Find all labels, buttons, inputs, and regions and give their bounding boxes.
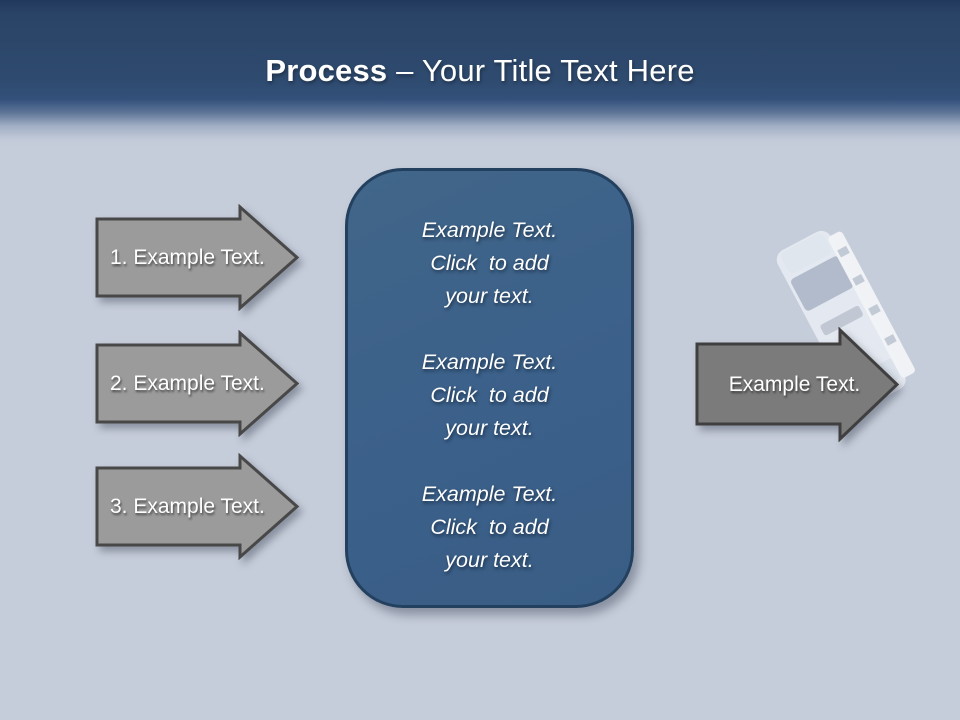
- placeholder-line: Example Text.: [421, 482, 558, 506]
- process-step-2-arrow[interactable]: 2. Example Text.: [95, 330, 300, 437]
- placeholder-paragraph[interactable]: Example Text. Click to add your text.: [348, 478, 631, 577]
- placeholder-line: Click to add: [430, 251, 549, 275]
- placeholder-line: Example Text.: [421, 218, 558, 242]
- placeholder-paragraph[interactable]: Example Text. Click to add your text.: [348, 346, 631, 445]
- placeholder-line: Example Text.: [421, 350, 558, 374]
- center-text-panel[interactable]: Example Text. Click to add your text. Ex…: [345, 168, 634, 608]
- slide-header-band: Process – Your Title Text Here: [0, 0, 960, 150]
- process-result-label: Example Text.: [728, 372, 861, 396]
- process-step-3-label: 3. Example Text.: [110, 494, 265, 518]
- process-step-2-label: 2. Example Text.: [110, 371, 265, 395]
- placeholder-line: Click to add: [430, 383, 549, 407]
- process-step-1-label: 1. Example Text.: [110, 245, 265, 269]
- center-text-content: Example Text. Click to add your text. Ex…: [348, 171, 631, 577]
- placeholder-paragraph[interactable]: Example Text. Click to add your text.: [348, 214, 631, 313]
- slide-title-keyword: Process: [265, 53, 388, 88]
- right-arrow-shape: [95, 453, 300, 560]
- slide-title-rest: – Your Title Text Here: [387, 53, 695, 88]
- placeholder-line: Click to add: [430, 515, 549, 539]
- right-arrow-shape: [695, 327, 900, 442]
- right-arrow-shape: [95, 204, 300, 311]
- process-result-arrow[interactable]: Example Text.: [695, 327, 900, 442]
- placeholder-line: your text.: [445, 416, 534, 440]
- process-step-3-arrow[interactable]: 3. Example Text.: [95, 453, 300, 560]
- placeholder-line: your text.: [445, 284, 534, 308]
- process-step-1-arrow[interactable]: 1. Example Text.: [95, 204, 300, 311]
- placeholder-line: your text.: [445, 548, 534, 572]
- slide-title[interactable]: Process – Your Title Text Here: [0, 0, 960, 89]
- right-arrow-shape: [95, 330, 300, 437]
